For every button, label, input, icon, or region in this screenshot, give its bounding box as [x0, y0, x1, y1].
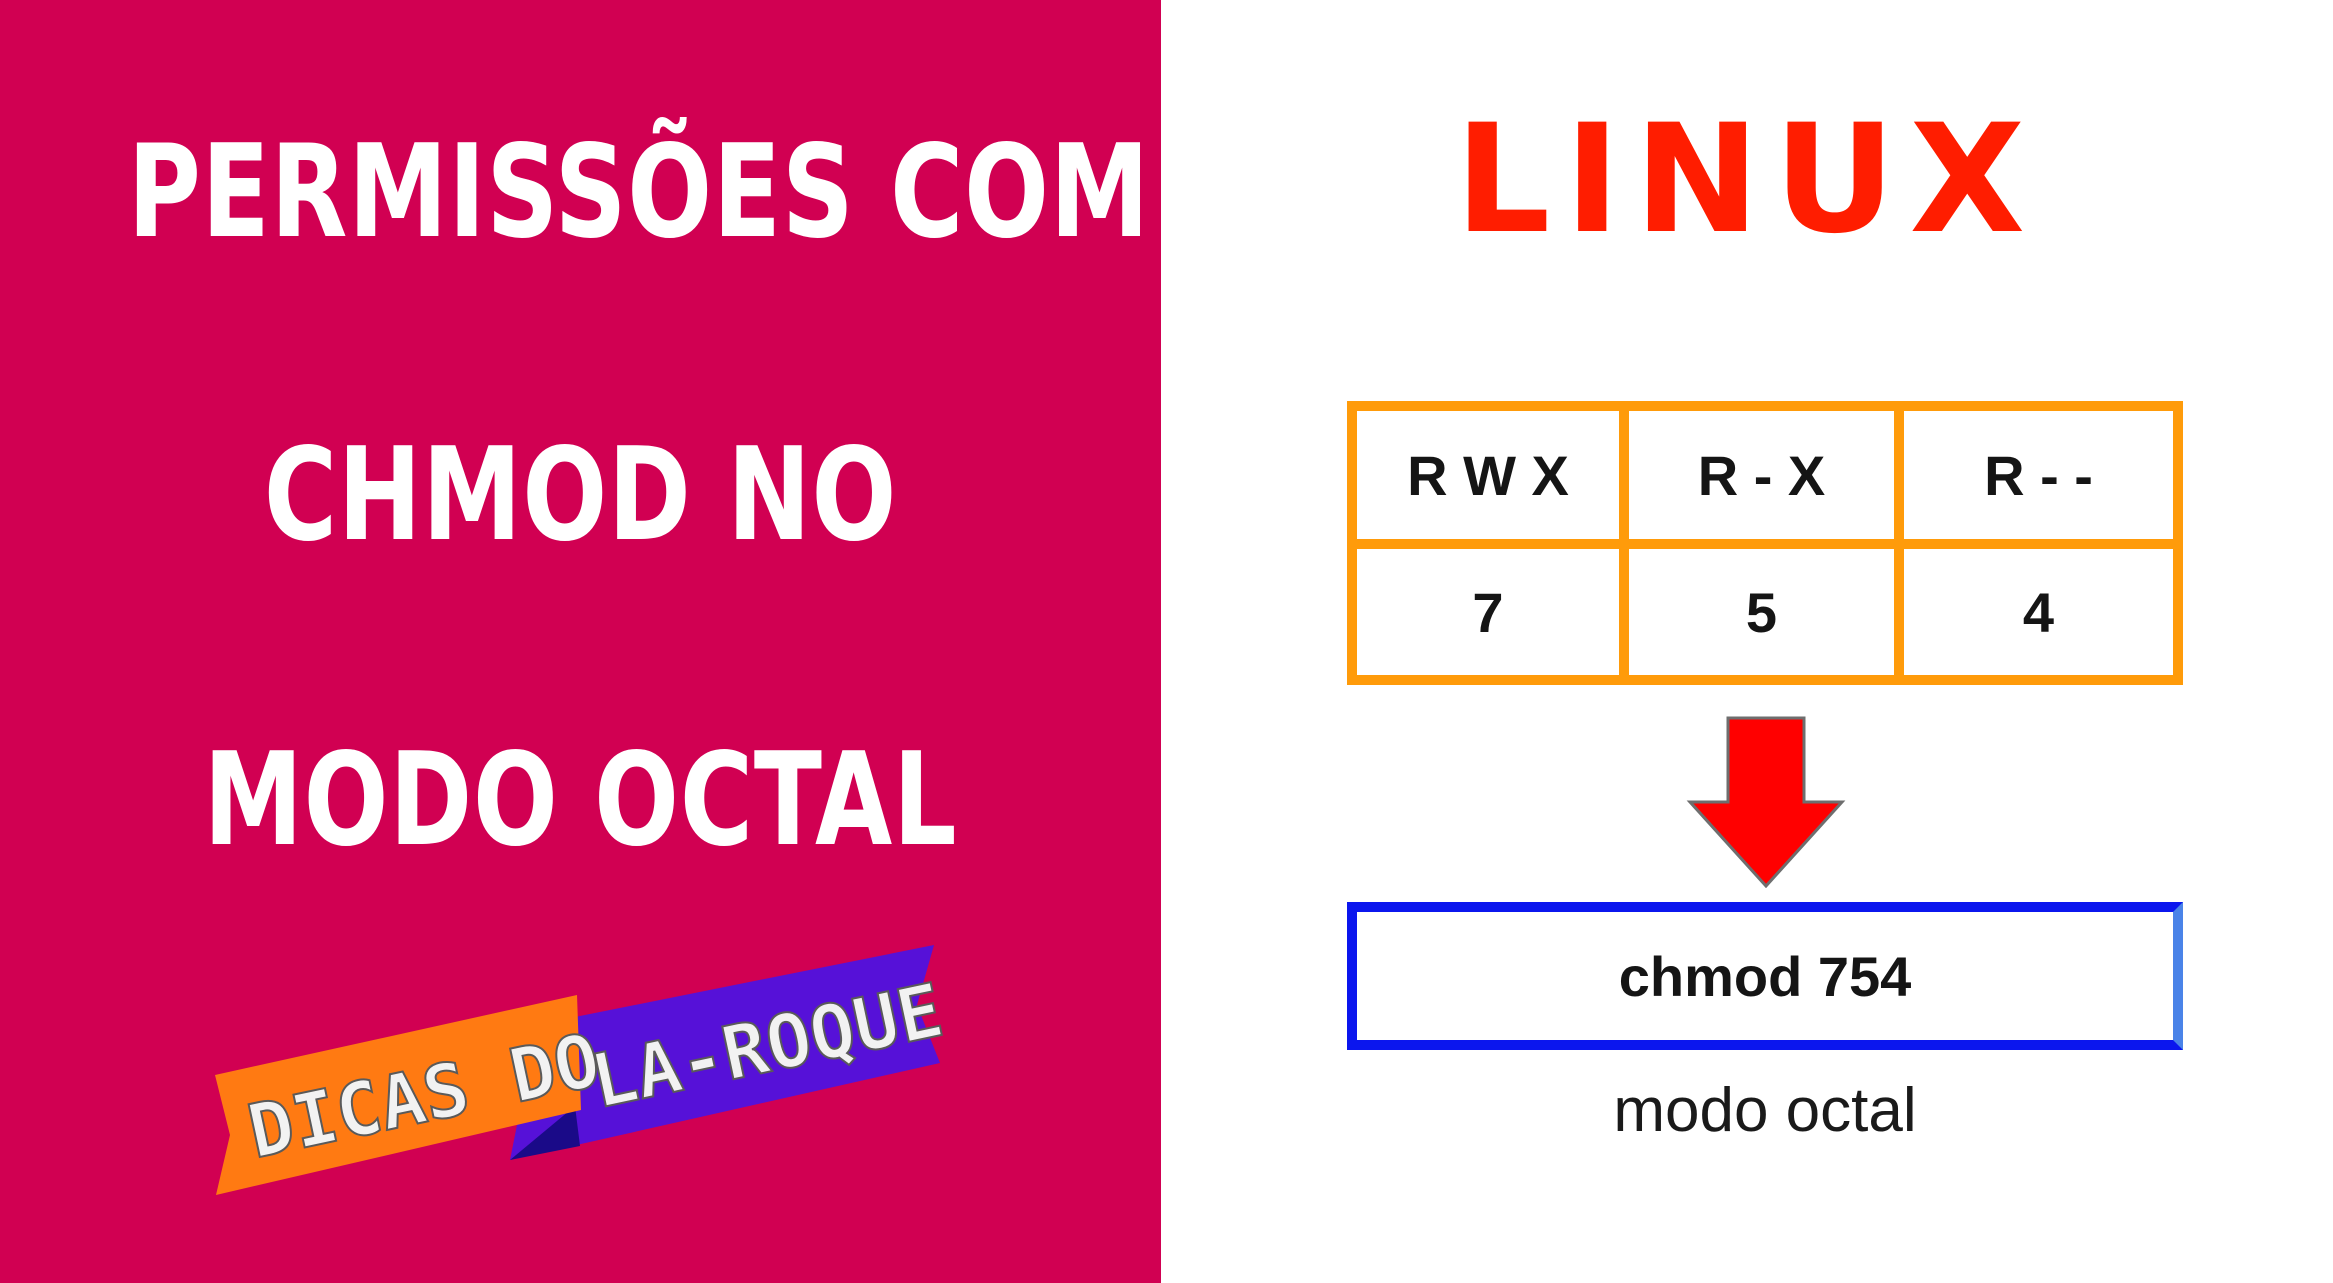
command-text: chmod 754 [1618, 944, 1912, 1008]
down-arrow-icon [1686, 716, 1846, 888]
heading-linux: LINUX [1454, 93, 2040, 267]
table-cell-octal: 5 [1745, 580, 1778, 644]
command-caption: modo octal [1613, 1076, 1917, 1145]
title-line-1: PERMISSÕES COM [127, 118, 1150, 267]
table-cell-symbol: R W X [1407, 443, 1569, 507]
title-line-3: MODO OCTAL [203, 726, 958, 875]
title-line-2: CHMOD NO [263, 421, 898, 570]
table-cell-octal: 7 [1472, 580, 1504, 644]
table-cell-symbol: R - - [1984, 443, 2093, 507]
table-divider [1357, 539, 2173, 549]
table-cell-octal: 4 [2022, 580, 2055, 644]
table-cell-symbol: R - X [1697, 443, 1826, 507]
command-box: chmod 754 [1347, 902, 2183, 1050]
permissions-table: R W X R - X R - - 7 5 4 [1347, 401, 2183, 685]
